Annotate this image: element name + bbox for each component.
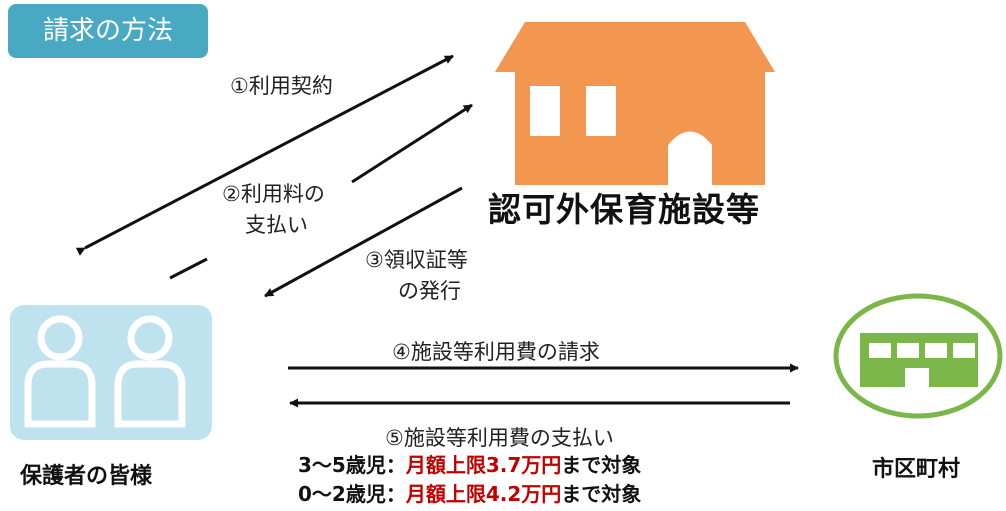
step4-label: ④施設等利用費の請求 — [392, 340, 600, 364]
monthly-limit-0to2: 月額上限4.2万円 — [405, 482, 562, 506]
facility-name: 認可外保育施設等 — [488, 190, 760, 229]
monthly-limit-3to5: 月額上限3.7万円 — [405, 453, 562, 477]
parents-icon — [10, 305, 212, 440]
step2-label-line1: ②利用料の — [222, 182, 325, 206]
limit-row-3to5: 3～5歳児：月額上限3.7万円まで対象 — [298, 451, 641, 480]
step1-label: ①利用契約 — [230, 74, 333, 98]
step5-label: ⑤施設等利用費の支払い — [385, 426, 614, 450]
nursery-building-icon — [495, 22, 775, 185]
limit-row-0to2: 0～2歳児：月額上限4.2万円まで対象 — [298, 480, 641, 509]
fee-payment-arrow — [351, 103, 473, 184]
step3-label-line1: ③領収証等 — [365, 248, 468, 272]
city-hall-icon — [833, 293, 1003, 419]
step3-label-line2: の発行 — [398, 279, 461, 303]
section-title-badge: 請求の方法 — [8, 4, 208, 58]
age-range-3to5: 3～5歳児： — [298, 453, 406, 477]
age-range-0to2: 0～2歳児： — [298, 482, 406, 506]
step2-label-line2: 支払い — [245, 213, 308, 237]
contract-arrow — [75, 54, 454, 256]
limit-suffix-0to2: まで対象 — [561, 482, 642, 506]
municipality-name: 市区町村 — [872, 457, 961, 482]
limit-suffix-3to5: まで対象 — [561, 453, 642, 477]
receipt-arrow — [264, 186, 463, 298]
fee-payment-arrow-tail — [169, 257, 208, 280]
parents-name: 保護者の皆様 — [20, 464, 153, 489]
